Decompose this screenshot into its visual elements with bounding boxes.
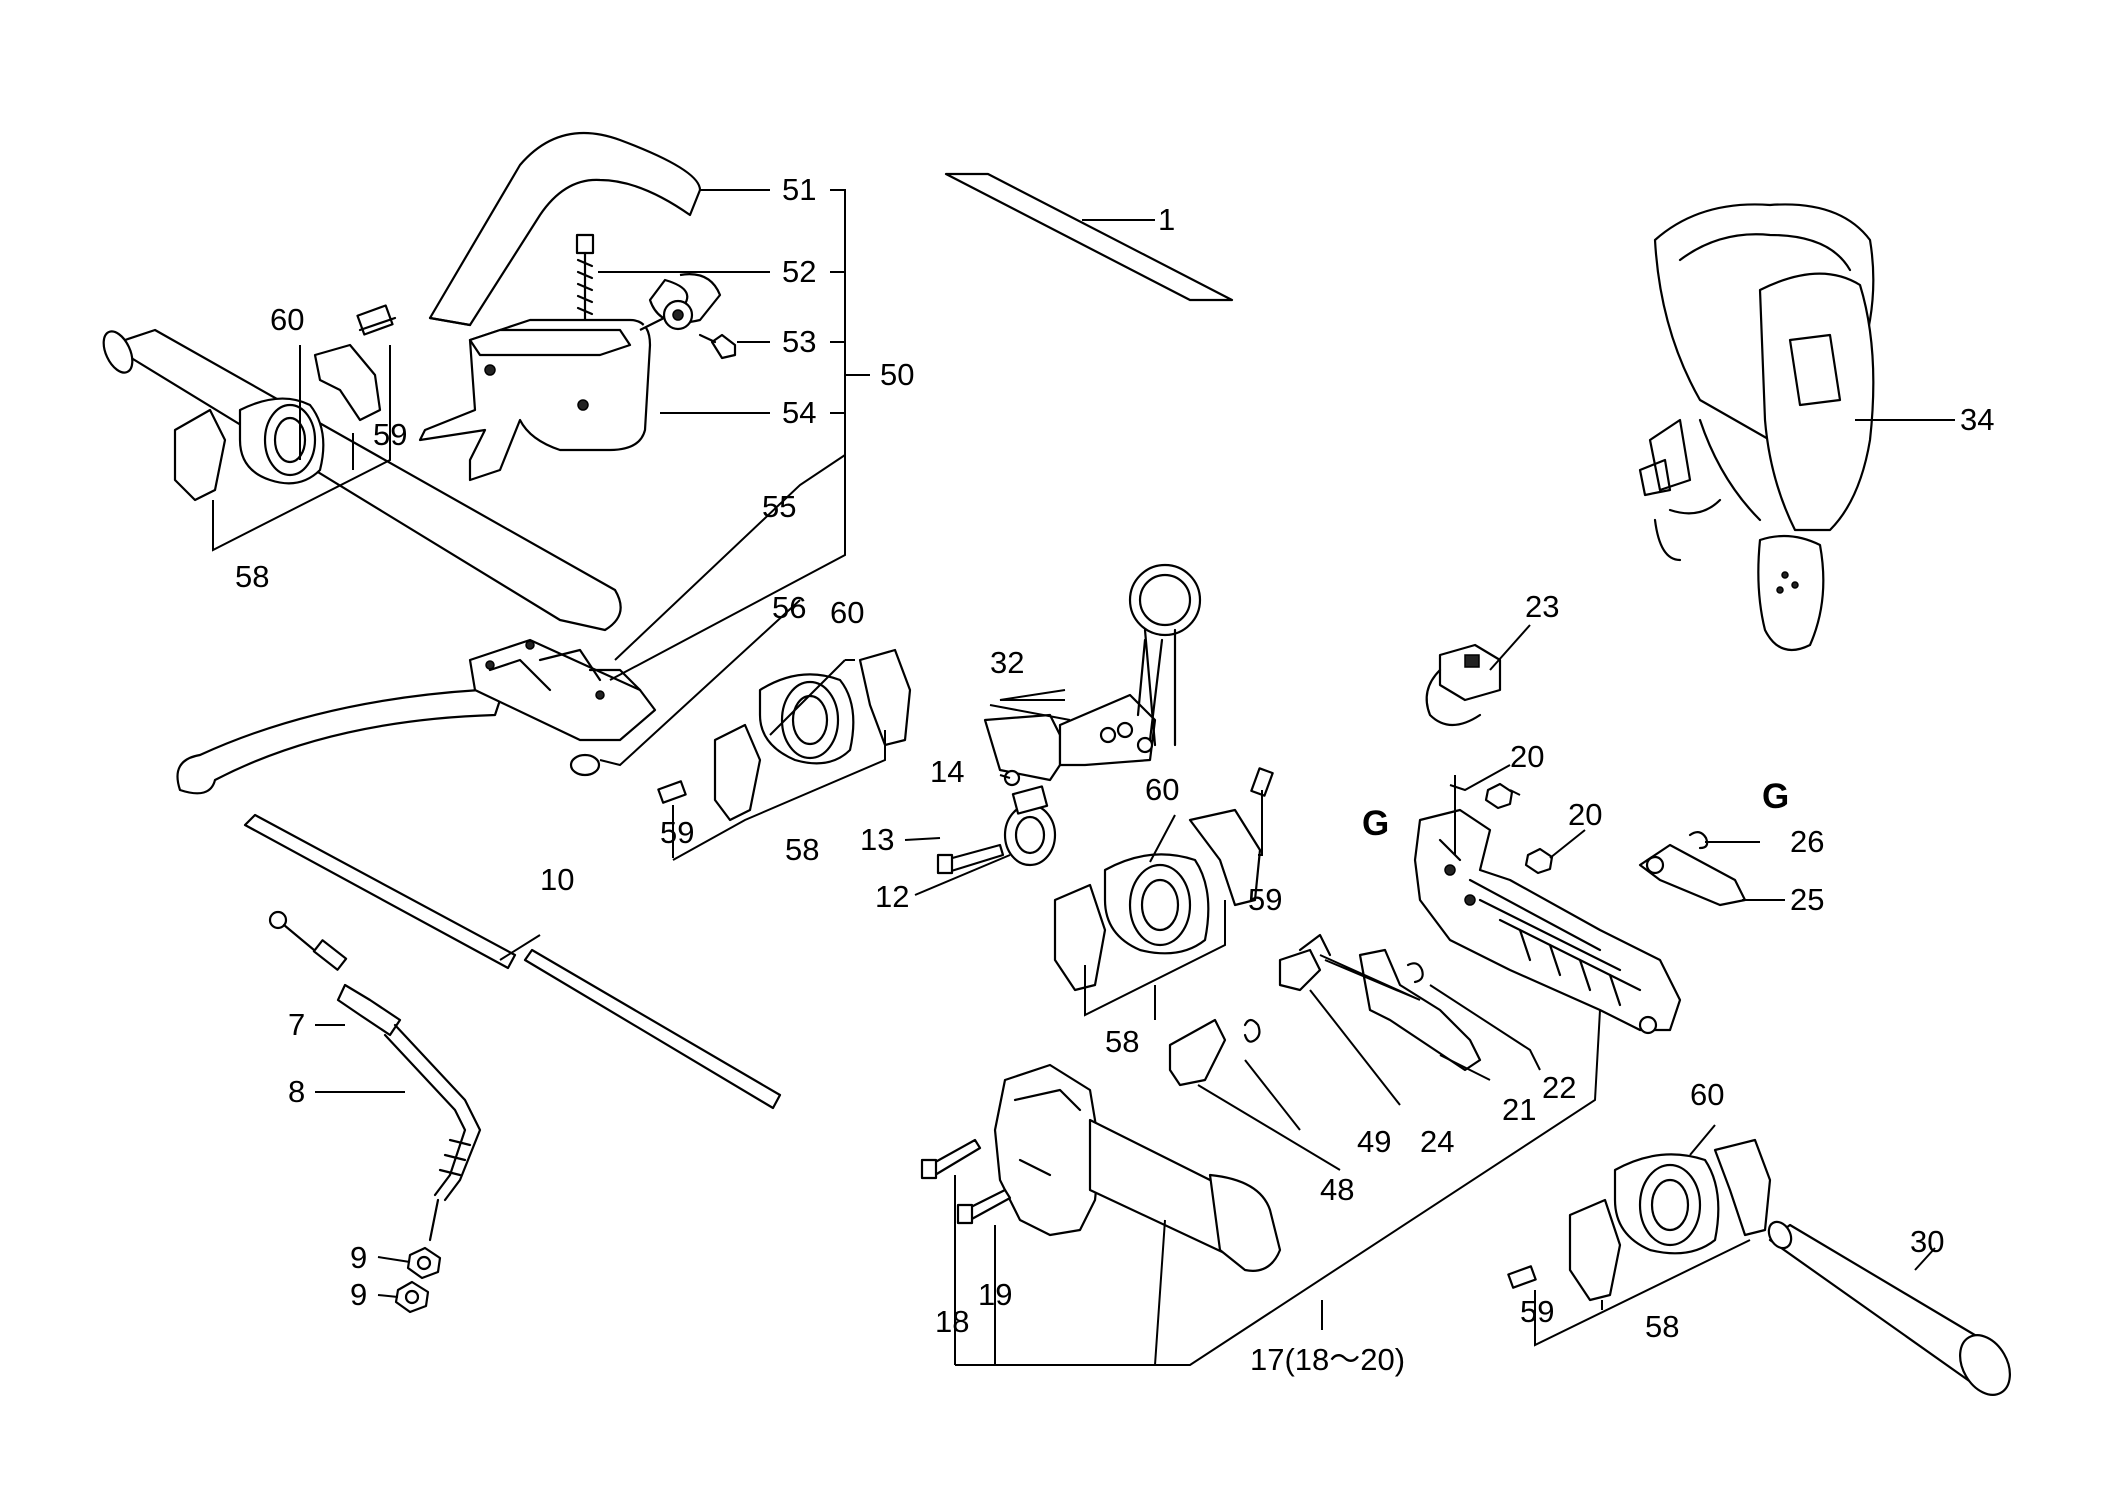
part-49-spring <box>1243 1018 1261 1043</box>
label-20b: 20 <box>1568 797 1602 832</box>
label-53: 53 <box>782 324 816 359</box>
part-17-throttle-housing <box>993 808 1682 1272</box>
label-34: 34 <box>1960 402 1994 437</box>
label-60b: 60 <box>830 595 864 630</box>
label-58c: 58 <box>1105 1024 1139 1059</box>
label-12: 12 <box>875 879 909 914</box>
label-19: 19 <box>978 1277 1012 1312</box>
label-59a: 59 <box>373 417 407 452</box>
clamp-set-middle <box>657 648 912 822</box>
label-30: 30 <box>1910 1224 1944 1259</box>
part-26-spring <box>1688 831 1709 850</box>
label-50: 50 <box>880 357 914 392</box>
label-58d: 58 <box>1645 1309 1679 1344</box>
part-55-bracket-lower <box>176 638 657 795</box>
part-23-switch <box>1425 643 1502 727</box>
part-19-screw <box>956 1188 1012 1225</box>
label-18: 18 <box>935 1304 969 1339</box>
label-56: 56 <box>772 590 806 625</box>
part-13-bolt <box>936 843 1005 875</box>
part-34-harness <box>1638 203 1875 652</box>
label-24: 24 <box>1420 1124 1454 1159</box>
label-26: 26 <box>1790 824 1824 859</box>
part-25-cover <box>1638 843 1747 907</box>
label-60c: 60 <box>1145 772 1179 807</box>
label-52: 52 <box>782 254 816 289</box>
label-17: 17(18～20) <box>1250 1342 1405 1377</box>
part-10-drive-shaft <box>243 813 782 1110</box>
label-32: 32 <box>990 645 1024 680</box>
marker-g-right: G <box>1762 777 1789 816</box>
clamp-set-left <box>173 304 397 502</box>
part-51-handle-grip <box>428 132 702 327</box>
label-48: 48 <box>1320 1172 1354 1207</box>
part-54-bracket-upper <box>418 273 722 482</box>
label-60d: 60 <box>1690 1077 1724 1112</box>
marker-g-left: G <box>1362 804 1389 843</box>
part-30-tube <box>1767 1220 2011 1396</box>
part-24-spring <box>1278 933 1332 992</box>
part-18-screw <box>920 1138 982 1180</box>
label-13: 13 <box>860 822 894 857</box>
label-10: 10 <box>540 862 574 897</box>
clamp-set-center <box>1053 767 1274 992</box>
part-1-label-strip <box>944 172 1234 302</box>
leader-lines <box>212 189 1955 1366</box>
label-1: 1 <box>1158 202 1175 237</box>
part-7-8-throttle-cable <box>268 910 482 1242</box>
part-labels: 1 51 52 53 54 50 55 56 60 59 58 60 59 58… <box>235 172 1994 1377</box>
part-53-bolt <box>698 333 737 360</box>
label-7: 7 <box>288 1007 305 1042</box>
label-55: 55 <box>762 489 796 524</box>
part-21-trigger <box>1358 948 1482 1072</box>
label-9a: 9 <box>350 1240 367 1275</box>
label-8: 8 <box>288 1074 305 1109</box>
label-25: 25 <box>1790 882 1824 917</box>
part-12-clamp <box>1003 785 1057 867</box>
label-59c: 59 <box>1248 882 1282 917</box>
clamp-set-right <box>1507 1138 1772 1302</box>
label-21: 21 <box>1502 1092 1536 1127</box>
label-9b: 9 <box>350 1277 367 1312</box>
label-60a: 60 <box>270 302 304 337</box>
handle-tube <box>102 328 622 632</box>
label-51: 51 <box>782 172 816 207</box>
part-52-bolt <box>575 233 595 332</box>
part-20-nuts <box>1484 782 1554 875</box>
part-32-hanger <box>983 563 1202 782</box>
label-49: 49 <box>1357 1124 1391 1159</box>
part-9-nuts <box>394 1246 442 1314</box>
label-23: 23 <box>1525 589 1559 624</box>
part-14-nut <box>1003 769 1021 787</box>
label-59b: 59 <box>660 815 694 850</box>
label-20a: 20 <box>1510 739 1544 774</box>
label-14: 14 <box>930 754 964 789</box>
label-58b: 58 <box>785 832 819 867</box>
part-22-spring <box>1406 962 1424 984</box>
label-58a: 58 <box>235 559 269 594</box>
label-59d: 59 <box>1520 1294 1554 1329</box>
label-22: 22 <box>1542 1070 1576 1105</box>
label-54: 54 <box>782 395 816 430</box>
part-48-lever <box>1168 1018 1227 1087</box>
